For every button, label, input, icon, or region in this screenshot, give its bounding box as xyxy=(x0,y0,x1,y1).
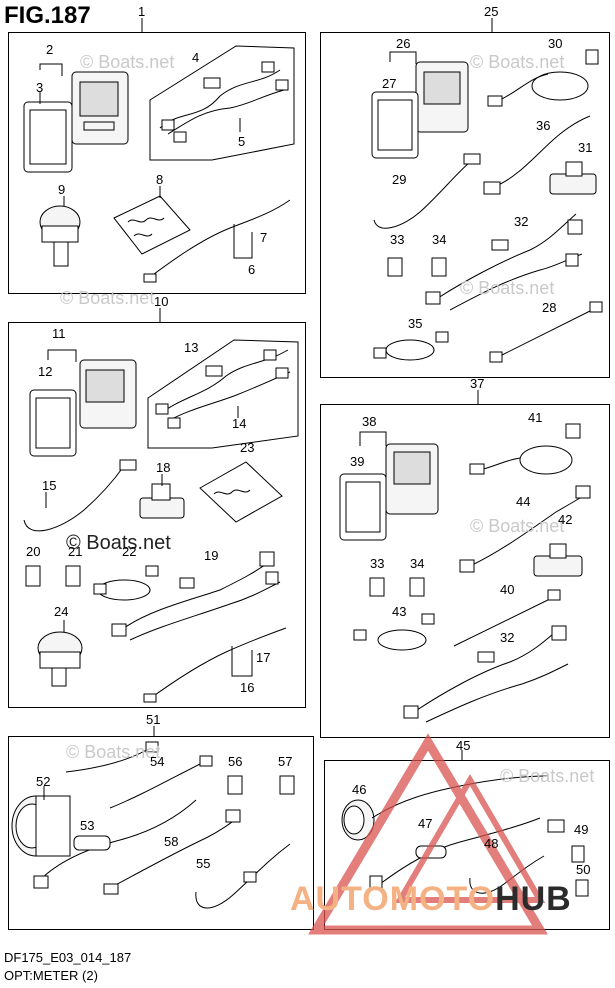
callout-48: 48 xyxy=(484,836,499,851)
callout-45: 45 xyxy=(456,738,471,753)
callout-53: 53 xyxy=(80,818,95,833)
callout-38: 38 xyxy=(362,414,377,429)
figure-title: FIG.187 xyxy=(4,2,91,29)
harness-box xyxy=(149,45,295,161)
watermark-triangle xyxy=(308,733,548,935)
site-watermark: © Boats.net xyxy=(66,742,161,762)
callout-7: 7 xyxy=(260,230,268,245)
brand-watermark-b: HUB xyxy=(495,880,572,918)
callout-39: 39 xyxy=(350,454,365,469)
site-watermark: © Boats.net xyxy=(80,52,175,72)
callout-27: 27 xyxy=(382,76,397,91)
site-watermark-dark: © Boats.net xyxy=(66,532,171,554)
callout-40: 40 xyxy=(500,582,515,597)
site-watermark: © Boats.net xyxy=(460,278,555,298)
brand-watermark-a: AUTOMOTO xyxy=(290,880,496,918)
site-watermark: © Boats.net xyxy=(500,766,595,786)
callout-31: 31 xyxy=(578,140,593,155)
site-watermark: © Boats.net xyxy=(470,52,565,72)
callout-42: 42 xyxy=(558,512,573,527)
parts-bag xyxy=(113,195,191,255)
callout-13: 13 xyxy=(184,340,199,355)
callout-12: 12 xyxy=(38,364,53,379)
callout-23: 23 xyxy=(240,440,255,455)
callout-58: 58 xyxy=(164,834,179,849)
callout-33b: 33 xyxy=(370,556,385,571)
callout-49: 49 xyxy=(574,822,589,837)
callout-3: 3 xyxy=(36,80,44,95)
footer-code: DF175_E03_014_187 xyxy=(4,950,132,965)
callout-15: 15 xyxy=(42,478,57,493)
callout-37: 37 xyxy=(470,376,485,391)
callout-8: 8 xyxy=(156,172,164,187)
callout-10: 10 xyxy=(154,294,169,309)
callout-44: 44 xyxy=(516,494,531,509)
callout-47: 47 xyxy=(418,816,433,831)
footer-description: OPT:METER (2) xyxy=(4,968,98,983)
callout-35: 35 xyxy=(408,316,423,331)
callout-20: 20 xyxy=(26,544,41,559)
callout-34: 34 xyxy=(432,232,447,247)
callout-41: 41 xyxy=(528,410,543,425)
callout-32: 32 xyxy=(514,214,529,229)
callout-16: 16 xyxy=(240,680,255,695)
callout-18: 18 xyxy=(156,460,171,475)
brand-watermark: AUTOMOTOHUB xyxy=(290,880,572,919)
callout-54: 54 xyxy=(150,754,165,769)
callout-56: 56 xyxy=(228,754,243,769)
callout-5: 5 xyxy=(238,134,246,149)
callout-11: 11 xyxy=(52,326,66,341)
callout-33: 33 xyxy=(390,232,405,247)
callout-57: 57 xyxy=(278,754,293,769)
callout-14: 14 xyxy=(232,416,247,431)
callout-6: 6 xyxy=(248,262,256,277)
callout-50: 50 xyxy=(576,862,591,877)
callout-28: 28 xyxy=(542,300,557,315)
callout-1: 1 xyxy=(138,4,146,19)
meter-cover xyxy=(23,101,73,173)
callout-34b: 34 xyxy=(410,556,425,571)
callout-36: 36 xyxy=(536,118,551,133)
callout-43: 43 xyxy=(392,604,407,619)
site-watermark: © Boats.net xyxy=(60,288,155,308)
callout-32b: 32 xyxy=(500,630,515,645)
callout-22: 22 xyxy=(122,544,137,559)
callout-26: 26 xyxy=(396,36,411,51)
callout-51: 51 xyxy=(146,712,161,727)
callout-52: 52 xyxy=(36,774,51,789)
callout-9: 9 xyxy=(58,182,66,197)
callout-17: 17 xyxy=(256,650,271,665)
callout-55: 55 xyxy=(196,856,211,871)
callout-29: 29 xyxy=(392,172,407,187)
callout-4: 4 xyxy=(192,50,200,65)
callout-19: 19 xyxy=(204,548,219,563)
callout-46: 46 xyxy=(352,782,367,797)
callout-2: 2 xyxy=(46,42,54,57)
site-watermark: © Boats.net xyxy=(470,516,565,536)
callout-30: 30 xyxy=(548,36,563,51)
callout-25: 25 xyxy=(484,4,499,19)
callout-24: 24 xyxy=(54,604,69,619)
cable-assembly xyxy=(145,199,291,281)
callout-21: 21 xyxy=(68,544,83,559)
